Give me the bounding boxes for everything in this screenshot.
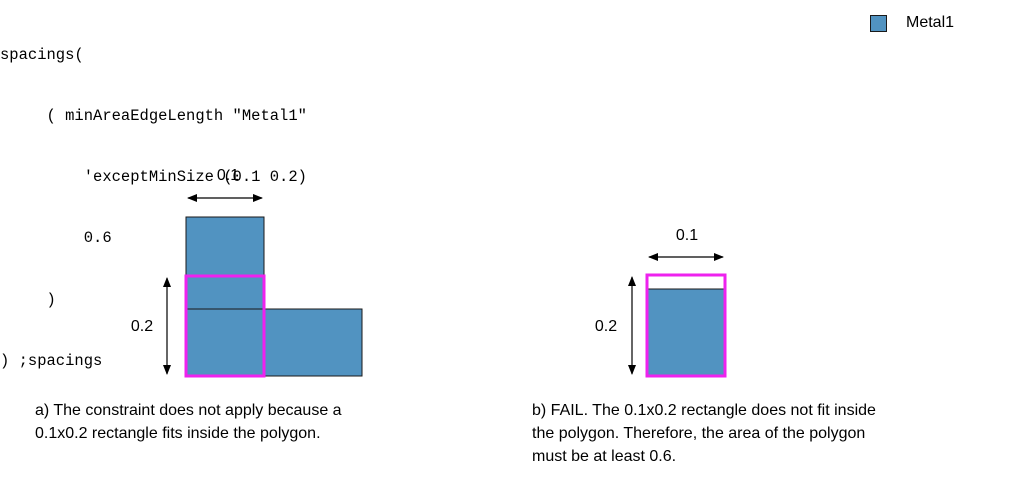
metal1-shape xyxy=(646,288,726,377)
metal1-legend-swatch xyxy=(870,14,887,32)
metal1-shape-top xyxy=(185,216,265,310)
height-dimension-label: 0.2 xyxy=(131,318,153,335)
min-size-rectangle xyxy=(645,273,727,378)
metal1-shape-bottom xyxy=(185,308,363,377)
caption-line: 0.1x0.2 rectangle fits inside the polygo… xyxy=(35,425,321,442)
width-dimension-label: 0.1 xyxy=(217,167,239,184)
caption-line: must be at least 0.6. xyxy=(532,448,677,465)
caption-a: a) The constraint does not apply because… xyxy=(35,399,342,445)
code-line: spacings( xyxy=(0,45,84,64)
caption-line: the polygon. Therefore, the area of the … xyxy=(532,425,866,442)
example-b: 0.1 0.2 xyxy=(595,227,727,378)
code-line: ) ;spacings xyxy=(0,351,103,370)
code-snippet: spacings( ( minAreaEdgeLength "Metal1" '… xyxy=(0,4,307,392)
code-line: 'exceptMinSize (0.1 0.2) xyxy=(0,168,307,187)
legend-label: Metal1 xyxy=(906,14,955,31)
caption-line: a) The constraint does not apply because… xyxy=(35,402,342,419)
legend: Metal1 xyxy=(870,14,954,32)
code-line: 0.6 xyxy=(0,229,112,248)
min-size-rectangle xyxy=(184,274,266,378)
example-a: 0.1 0.2 xyxy=(131,167,363,378)
code-line: ) xyxy=(0,290,56,309)
code-line: ( minAreaEdgeLength "Metal1" xyxy=(0,107,307,126)
caption-line: b) FAIL. The 0.1x0.2 rectangle does not … xyxy=(532,402,876,419)
width-dimension-label: 0.1 xyxy=(676,227,698,244)
height-dimension-label: 0.2 xyxy=(595,318,617,335)
caption-b: b) FAIL. The 0.1x0.2 rectangle does not … xyxy=(532,399,876,468)
